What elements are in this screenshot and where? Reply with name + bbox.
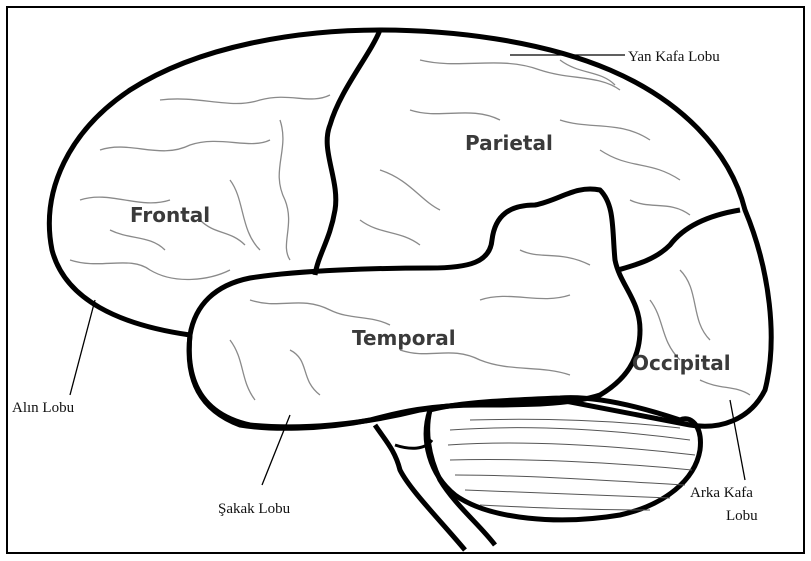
callout-arka-kafa-line2: Lobu [726,508,758,524]
callout-arka-kafa-line1: Arka Kafa [690,485,753,501]
callout-sakak-lobu: Şakak Lobu [218,501,291,517]
lobe-label-temporal: Temporal [352,326,456,350]
lobe-label-occipital: Occipital [632,351,731,375]
brain-stem-back [428,410,495,545]
cerebellum-striations [448,419,695,510]
central-sulcus [315,30,380,275]
lobe-label-parietal: Parietal [465,131,553,155]
occipital-border [618,210,740,270]
cerebellum [426,398,700,520]
brain-stem [375,425,465,550]
callout-alin-lobu: Alın Lobu [12,400,75,416]
lobe-label-frontal: Frontal [130,203,210,227]
temporal-lobe-outline [189,189,640,428]
callout-yan-kafa-lobu: Yan Kafa Lobu [628,49,720,65]
